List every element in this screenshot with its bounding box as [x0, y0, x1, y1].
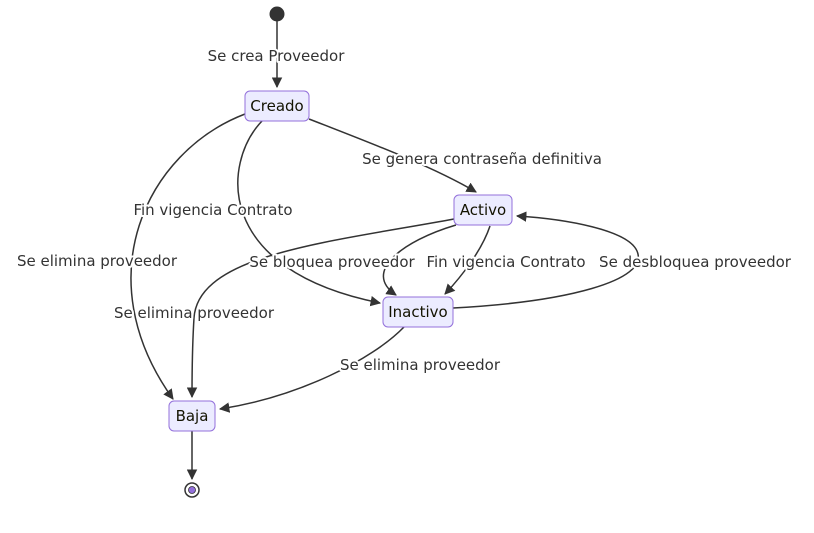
edge-label-se-desbloquea: Se desbloquea proveedor [599, 253, 792, 271]
state-baja-box [168, 400, 216, 432]
edge-label-fin-vigencia-creado: Fin vigencia Contrato [133, 201, 292, 219]
final-state [184, 482, 200, 498]
edge-inactivo-activo-desbloquea [452, 211, 640, 309]
edge-activo-inactivo-bloquea [382, 224, 457, 296]
state-inactivo: Inactivo [382, 296, 454, 328]
edge-label-fin-vigencia-activo: Fin vigencia Contrato [426, 253, 585, 271]
edge-label-se-bloquea: Se bloquea proveedor [249, 253, 415, 271]
state-activo-label: Activo [460, 201, 506, 219]
states: Creado Activo Inactivo Baja [168, 6, 513, 498]
state-activo: Activo [453, 194, 513, 226]
edge-labels: Se crea Proveedor Se genera contraseña d… [15, 45, 794, 376]
edges [130, 21, 640, 481]
edge-creado-baja [130, 113, 246, 400]
state-activo-box [453, 194, 513, 226]
state-inactivo-label: Inactivo [388, 303, 447, 321]
state-inactivo-box [382, 296, 454, 328]
edge-label-se-elimina-activo: Se elimina proveedor [114, 304, 275, 322]
state-baja-label: Baja [176, 407, 209, 425]
edge-activo-baja [186, 218, 455, 399]
edge-label-se-genera-contrasena: Se genera contraseña definitiva [362, 150, 602, 168]
state-creado-box [244, 90, 310, 122]
final-state-inner-dot [188, 486, 196, 494]
edge-label-se-elimina-inactivo: Se elimina proveedor [340, 356, 501, 374]
edge-label-se-crea-proveedor: Se crea Proveedor [208, 47, 346, 65]
state-baja: Baja [168, 400, 216, 432]
edge-activo-inactivo-fin-vigencia [444, 225, 491, 295]
initial-state-dot [269, 6, 285, 22]
edge-creado-inactivo [237, 120, 382, 307]
state-creado: Creado [244, 90, 310, 122]
edge-label-se-elimina-creado: Se elimina proveedor [17, 252, 178, 270]
state-creado-label: Creado [250, 97, 303, 115]
edge-inactivo-baja [218, 326, 405, 413]
edge-creado-activo [308, 118, 477, 193]
